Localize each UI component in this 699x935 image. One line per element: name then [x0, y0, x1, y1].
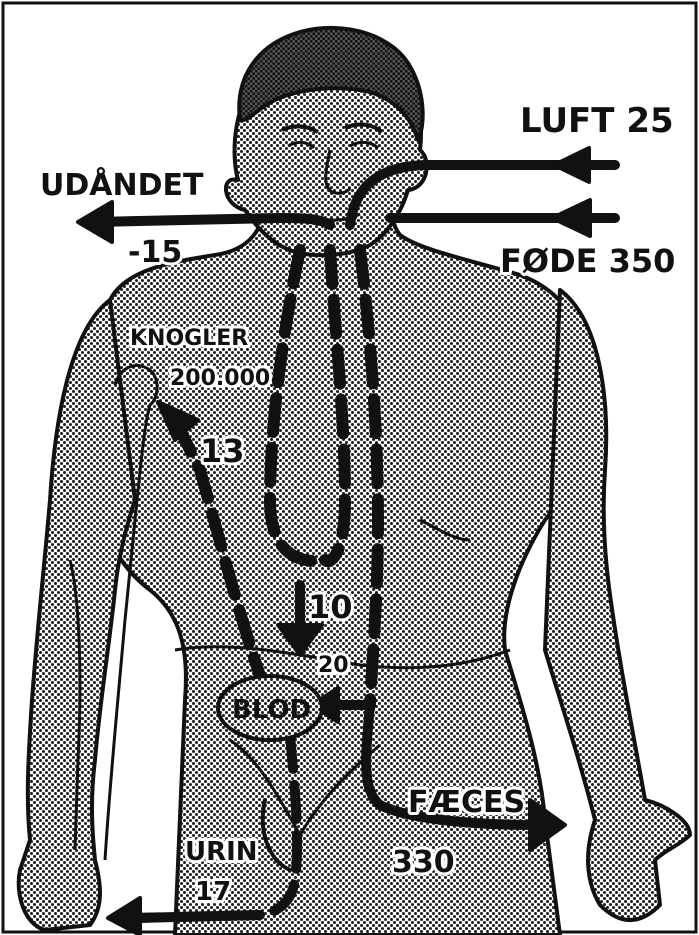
label-fode: FØDE 350	[500, 242, 675, 280]
label-urin: URIN	[185, 837, 258, 867]
label-knogler-value: 200.000	[170, 366, 270, 391]
label-luft: LUFT 25	[520, 101, 674, 141]
exhale-head	[78, 202, 112, 242]
urine-head	[108, 898, 140, 935]
label-urin-value: 17	[195, 877, 231, 907]
label-udandet-value: -15	[128, 235, 182, 270]
food-intake-head	[552, 200, 590, 236]
label-faeces: FÆCES	[408, 785, 525, 820]
label-udandet: UDÅNDET	[40, 166, 204, 203]
label-knogler: KNOGLER	[130, 326, 248, 351]
air-intake-head	[554, 148, 589, 182]
label-into-blood: 20	[318, 653, 349, 678]
urine-out	[135, 915, 260, 918]
label-faeces-value: 330	[392, 845, 455, 880]
label-to-blood: 10	[308, 588, 353, 626]
label-to-bone: 13	[200, 432, 245, 470]
label-blod: BLOD	[232, 695, 311, 725]
